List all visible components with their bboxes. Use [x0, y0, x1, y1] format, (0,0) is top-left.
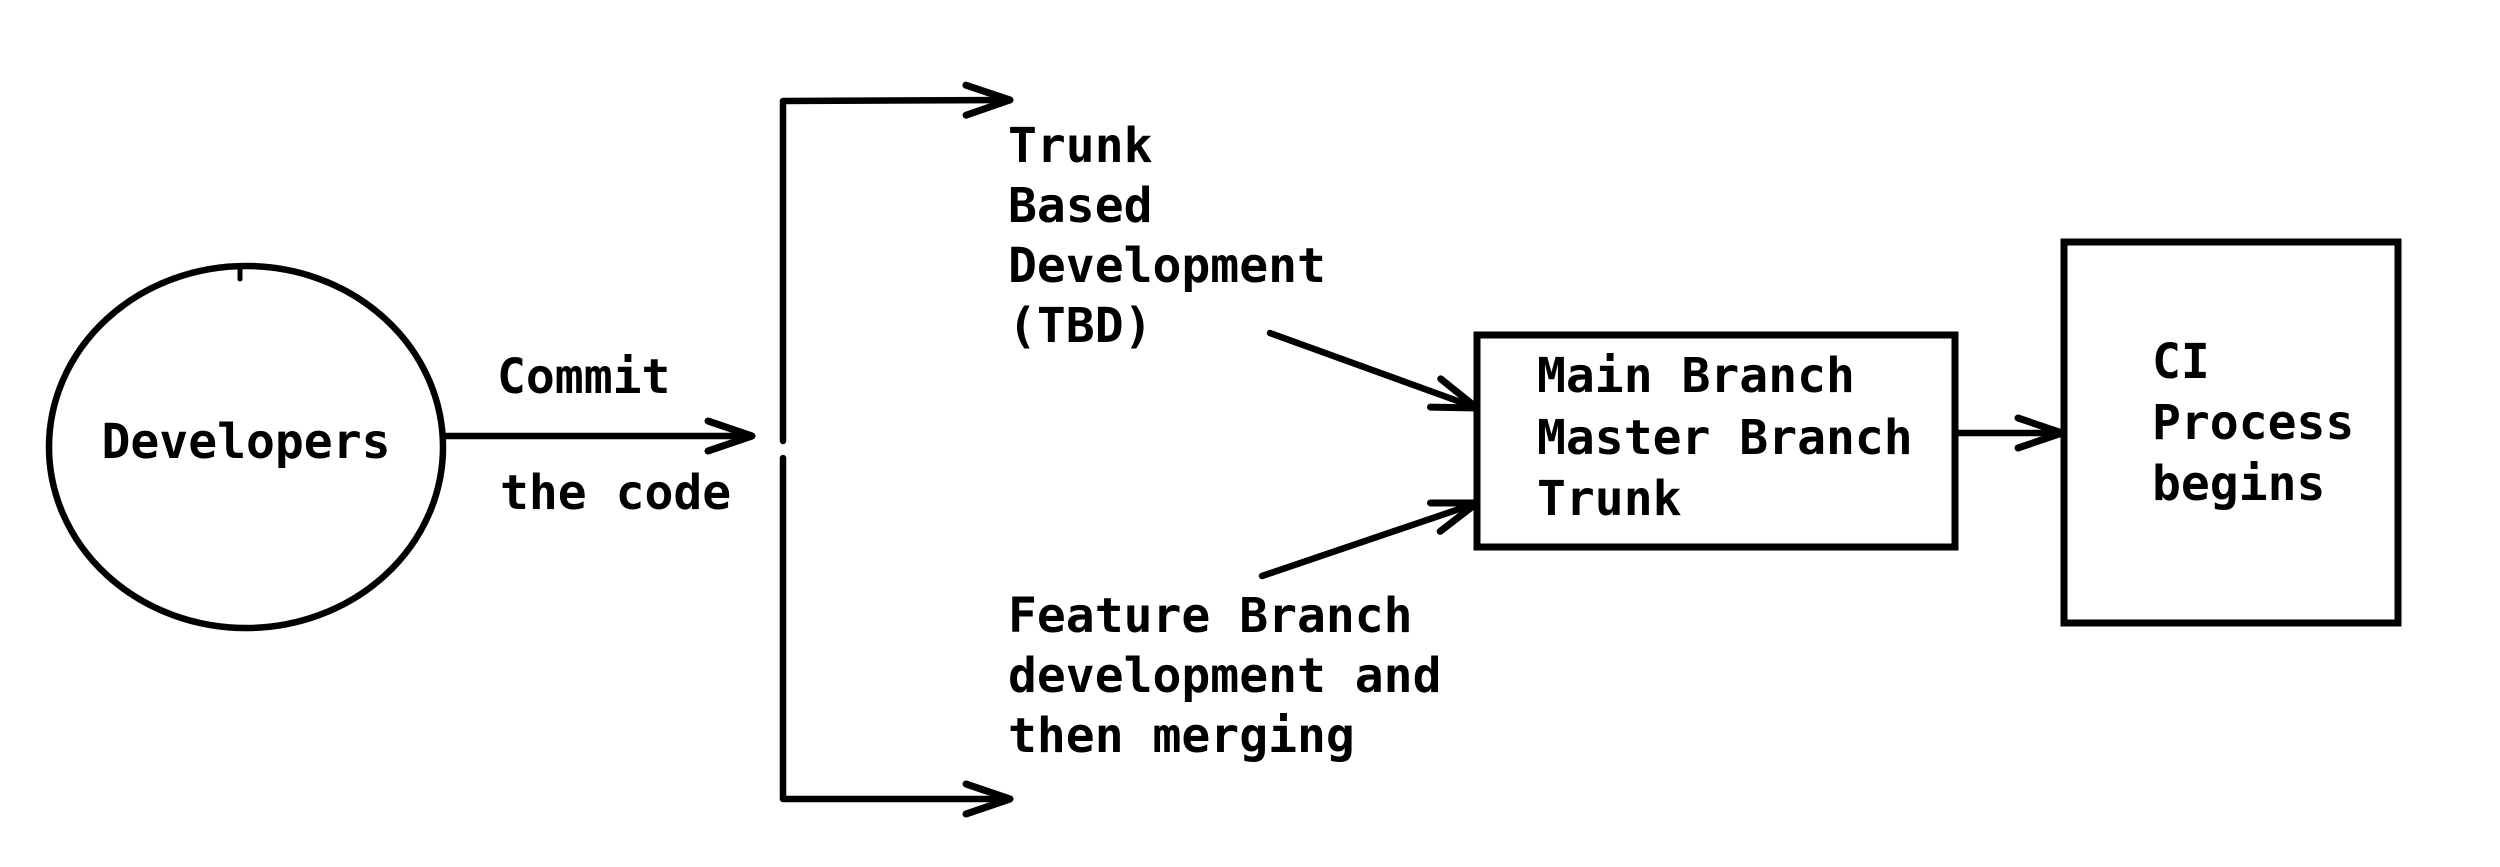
feature-label-line2: development and	[1008, 648, 1441, 704]
commit-label-line2: the code	[500, 465, 731, 521]
feature-label-line3: then merging	[1008, 708, 1355, 764]
tbd-label-line2: Based	[1008, 178, 1153, 234]
main-branch-label-line1: Main Branch	[1537, 348, 1855, 404]
split-branch-bottom-arrow	[779, 454, 1014, 818]
main-branch-node	[1473, 331, 1959, 551]
ci-process-label-line1: CI	[2152, 334, 2210, 390]
ci-process-label-line3: begins	[2152, 456, 2325, 512]
main-branch-label-line3: Trunk	[1537, 471, 1682, 527]
feature-to-main-arrow	[1258, 499, 1481, 580]
tbd-to-main-arrow	[1266, 329, 1481, 412]
main-branch-label-line2: Master Branch	[1537, 410, 1913, 466]
tbd-label-line4: (TBD)	[1008, 298, 1153, 354]
feature-label-line1: Feature Branch	[1008, 588, 1413, 644]
developers-node	[45, 262, 447, 632]
split-branch-top-arrow	[779, 81, 1014, 445]
commit-label-line1: Commit	[497, 349, 670, 405]
developers-label: Developers	[102, 414, 391, 470]
tbd-label-line3: Development	[1008, 238, 1326, 294]
ci-process-label-line2: Process	[2152, 395, 2354, 451]
tbd-label-line1: Trunk	[1008, 118, 1153, 174]
